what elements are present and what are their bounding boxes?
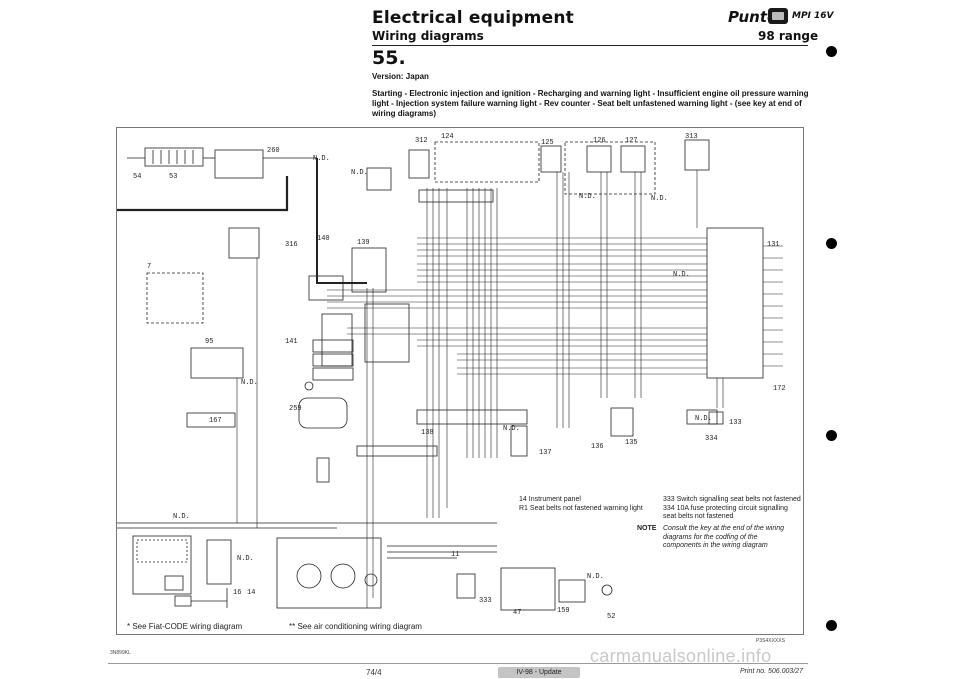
update-badge: IV-98 - Update — [498, 667, 580, 678]
svg-text:124: 124 — [441, 133, 454, 141]
footer-rule — [108, 663, 808, 664]
brand-name: Punto — [728, 8, 778, 26]
legend-text: Instrument panel — [528, 496, 581, 503]
svg-text:138: 138 — [421, 429, 434, 437]
svg-text:141: 141 — [285, 338, 298, 346]
svg-text:N.D.: N.D. — [173, 513, 190, 521]
legend-code: 14 — [519, 496, 527, 503]
page-title: Electrical equipment — [372, 8, 574, 28]
svg-text:52: 52 — [607, 613, 615, 621]
svg-text:16: 16 — [233, 589, 241, 597]
brand-model: MPI 16V — [792, 11, 834, 21]
margin-dot — [826, 430, 837, 441]
version-label: Version: Japan — [372, 72, 429, 81]
svg-text:312: 312 — [415, 137, 428, 145]
svg-text:334: 334 — [705, 435, 718, 443]
margin-dot — [826, 620, 837, 631]
car-logo-icon — [768, 8, 788, 24]
header-rule — [372, 45, 808, 46]
svg-text:159: 159 — [557, 607, 570, 615]
svg-text:54: 54 — [133, 173, 141, 181]
legend-text: Switch signalling seat belts not fastene… — [676, 496, 801, 503]
svg-text:139: 139 — [357, 239, 370, 247]
svg-text:260: 260 — [267, 147, 280, 155]
page-subtitle: Wiring diagrams — [372, 29, 484, 43]
watermark: carmanualsonline.info — [590, 646, 772, 666]
svg-text:316: 316 — [285, 241, 298, 249]
legend-text: 10A fuse protecting circuit signalling s… — [663, 504, 788, 521]
svg-text:7: 7 — [147, 263, 151, 271]
svg-text:95: 95 — [205, 338, 213, 346]
svg-text:313: 313 — [685, 133, 698, 141]
svg-text:53: 53 — [169, 173, 177, 181]
svg-text:135: 135 — [625, 439, 638, 447]
svg-text:136: 136 — [591, 443, 604, 451]
svg-text:126: 126 — [593, 137, 606, 145]
svg-text:127: 127 — [625, 137, 638, 145]
note-label: NOTE — [637, 525, 657, 532]
svg-text:14: 14 — [247, 589, 255, 597]
svg-text:172: 172 — [773, 385, 786, 393]
svg-text:N.D.: N.D. — [651, 195, 668, 203]
legend-item: R1 Seat belts not fastened warning light — [519, 505, 659, 514]
svg-text:259: 259 — [289, 405, 302, 413]
legend-item: 14 Instrument panel — [519, 496, 659, 505]
svg-text:N.D.: N.D. — [695, 415, 712, 423]
svg-text:133: 133 — [729, 419, 742, 427]
legend-code: R1 — [519, 504, 528, 512]
legend-code: 333 — [663, 496, 675, 503]
svg-text:47: 47 — [513, 609, 521, 617]
svg-text:140: 140 — [317, 235, 330, 243]
margin-dot — [826, 46, 837, 57]
svg-text:125: 125 — [541, 139, 554, 147]
svg-text:167: 167 — [209, 417, 222, 425]
section-number: 55. — [372, 47, 406, 69]
svg-text:N.D.: N.D. — [673, 271, 690, 279]
svg-text:137: 137 — [539, 449, 552, 457]
legend-item: 334 10A fuse protecting circuit signalli… — [663, 505, 803, 522]
svg-text:N.D.: N.D. — [587, 573, 604, 581]
margin-dot — [826, 238, 837, 249]
svg-text:11: 11 — [451, 551, 459, 559]
legend-left: 14 Instrument panel R1 Seat belts not fa… — [519, 496, 659, 513]
page-number: 74/4 — [366, 668, 382, 677]
svg-text:N.D.: N.D. — [241, 379, 258, 387]
svg-text:N.D.: N.D. — [503, 425, 520, 433]
diagram-code: P3S4XXXXS — [756, 638, 785, 644]
note-text: Consult the key at the end of the wiring… — [663, 525, 785, 549]
svg-text:N.D.: N.D. — [579, 193, 596, 201]
legend-code: 334 — [663, 504, 675, 512]
legend-item: 333 Switch signalling seat belts not fas… — [663, 496, 803, 505]
svg-text:N.D.: N.D. — [313, 155, 330, 163]
print-number: Print no. 506.003/27 — [740, 668, 804, 675]
svg-text:N.D.: N.D. — [351, 169, 368, 177]
svg-text:333: 333 — [479, 597, 492, 605]
legend-right: 333 Switch signalling seat belts not fas… — [663, 496, 803, 522]
section-description: Starting - Electronic injection and igni… — [372, 89, 809, 118]
brand-range: 98 range — [758, 29, 819, 43]
footnote-air-conditioning: ** See air conditioning wiring diagram — [289, 622, 422, 631]
left-code: 3N899KL — [110, 650, 131, 656]
footnote-fiat-code: * See Fiat-CODE wiring diagram — [127, 622, 243, 631]
svg-text:N.D.: N.D. — [237, 555, 254, 563]
svg-text:131: 131 — [767, 241, 780, 249]
legend-text: Seat belts not fastened warning light — [529, 504, 643, 512]
